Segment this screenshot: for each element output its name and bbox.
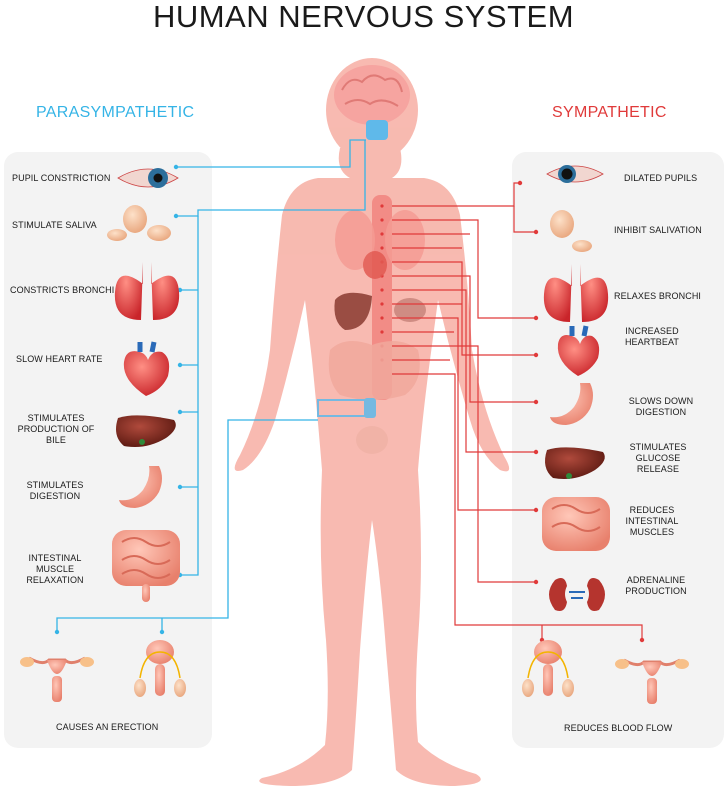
sympathetic-label-adrenaline: ADRENALINE PRODUCTION <box>625 575 687 596</box>
male-reproductive-icon <box>522 640 574 697</box>
female-reproductive-icon <box>615 658 689 704</box>
eye-icon <box>546 165 604 183</box>
sympathetic-label-salivation: INHIBIT SALIVATION <box>614 225 702 235</box>
parasympathetic-label-intestine: INTESTINAL MUSCLE RELAXATION <box>26 553 84 585</box>
parasympathetic-heading: PARASYMPATHETIC <box>36 104 195 121</box>
liver-icon <box>545 447 605 479</box>
parasympathetic-label-pupil: PUPIL CONSTRICTION <box>12 173 111 183</box>
sympathetic-heading: SYMPATHETIC <box>552 104 667 121</box>
parasympathetic-endpoints <box>54 164 183 635</box>
sympathetic-endpoints <box>517 180 645 643</box>
sympathetic-label-glucose: STIMULATES GLUCOSE RELEASE <box>629 442 687 474</box>
lungs-icon <box>114 262 180 320</box>
stomach-icon <box>550 383 593 425</box>
stomach-icon <box>119 466 162 508</box>
sympathetic-label-bronchi: RELAXES BRONCHI <box>614 291 702 301</box>
eye-icon <box>117 168 179 188</box>
parasympathetic-label-heart: SLOW HEART RATE <box>16 354 103 364</box>
sympathetic-label-digestion: SLOWS DOWN DIGESTION <box>628 396 694 417</box>
brain-icon <box>334 65 410 140</box>
parasympathetic-connectors <box>56 139 366 632</box>
lungs-icon <box>543 264 609 322</box>
parasympathetic-panel <box>4 152 212 748</box>
parasympathetic-label-bronchi: CONSTRICTS BRONCHI <box>10 285 115 295</box>
intestine-icon <box>542 497 610 551</box>
page-title: HUMAN NERVOUS SYSTEM <box>152 0 575 34</box>
intestine-icon <box>112 530 180 602</box>
heart-icon <box>557 325 600 376</box>
liver-icon <box>116 415 176 447</box>
parasympathetic-label-saliva: STIMULATE SALIVA <box>12 220 97 230</box>
sympathetic-label-intestinal: REDUCES INTESTINAL MUSCLES <box>625 505 679 537</box>
salivary-gland-icon <box>107 205 171 241</box>
sympathetic-label-pupils: DILATED PUPILS <box>624 173 698 183</box>
sympathetic-label-blood-flow: REDUCES BLOOD FLOW <box>564 723 673 733</box>
kidneys-icon <box>549 578 605 611</box>
parasympathetic-label-bile: STIMULATES PRODUCTION OF BILE <box>17 413 95 445</box>
heart-icon <box>123 341 170 396</box>
sympathetic-connectors <box>392 182 643 640</box>
male-reproductive-icon <box>134 640 186 697</box>
female-reproductive-icon <box>20 656 94 702</box>
parasympathetic-label-erection: CAUSES AN ERECTION <box>56 722 159 732</box>
salivary-gland-icon <box>550 210 592 252</box>
sympathetic-label-heartbeat: INCREASED HEARTBEAT <box>624 326 680 347</box>
parasympathetic-label-digestion: STIMULATES DIGESTION <box>26 480 84 501</box>
